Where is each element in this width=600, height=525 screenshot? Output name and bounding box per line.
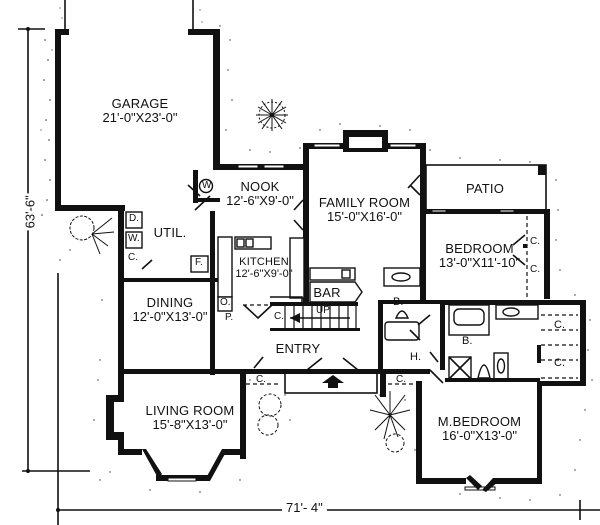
washer-label: W. [128, 233, 140, 244]
room-name: FAMILY ROOM [318, 195, 411, 210]
bedroom-closet-1-label: C. [530, 236, 540, 247]
closets [246, 216, 578, 385]
bath-fixtures [383, 267, 540, 382]
room-label-utility: UTIL. [150, 226, 190, 240]
dryer-label: D. [129, 213, 139, 224]
door-swings [253, 174, 526, 384]
room-label-living-room: LIVING ROOM 15'-8"X13'-0" [140, 404, 240, 431]
hall-bath-label: B. [393, 296, 404, 308]
room-name: BAR [313, 285, 341, 300]
garage-walls [55, 29, 220, 211]
room-label-master-bedroom: M.BEDROOM 16'-0"X13'-0" [432, 415, 527, 442]
room-size: 21'-0"X23'-0" [102, 109, 178, 125]
entry-closet-left-label: C. [256, 374, 266, 385]
room-size: 12'-6"X9'-0" [235, 267, 293, 280]
stairs-up-label: UP [316, 305, 330, 316]
room-name: BEDROOM [445, 241, 514, 256]
kitchen-counters [217, 236, 305, 320]
stair-closet-label: C. [274, 311, 284, 322]
room-size: 12'-6"X9'-0" [226, 192, 294, 208]
room-label-nook: NOOK 12'-6"X9'-0" [220, 180, 300, 207]
overall-depth-dimension: 63'-6" [22, 193, 38, 231]
room-name: M.BEDROOM [437, 414, 522, 429]
room-name: LIVING ROOM [145, 403, 235, 418]
room-size: 13'-0"X11'-10" [438, 254, 521, 270]
oven-label: O. [220, 297, 231, 308]
house-walls [106, 130, 586, 492]
room-label-dining: DINING 12'-0"X13'-0" [125, 296, 215, 323]
master-closet-2-label: C. [554, 357, 565, 369]
utility-fixtures [125, 178, 214, 273]
util-closet-label: C. [128, 252, 138, 263]
room-label-patio: PATIO [440, 182, 530, 196]
room-name: GARAGE [111, 96, 169, 111]
master-bath-label: B. [462, 335, 473, 347]
room-size: 12'-0"X13'-0" [132, 308, 208, 324]
room-size: 16'-0"X13'-0" [442, 427, 517, 443]
room-label-family-room: FAMILY ROOM 15'-0"X16'-0" [312, 196, 417, 223]
freezer-label: F. [195, 257, 203, 268]
room-label-garage: GARAGE 21'-0"X23'-0" [95, 97, 185, 124]
hall-label: H. [410, 351, 421, 363]
landscape-stipple [40, 7, 593, 501]
washer-nook-label: W [202, 180, 212, 191]
room-name: PATIO [465, 181, 505, 196]
overall-width-dimension: 71'- 4" [282, 501, 327, 515]
entry-closet-right-label: C. [396, 374, 406, 385]
room-name: DINING [146, 295, 194, 310]
bedroom-closet-2-label: C. [530, 264, 540, 275]
pantry-label: P. [225, 312, 234, 323]
landscape-plants [69, 99, 411, 453]
room-label-bar: BAR [312, 286, 342, 300]
room-name: NOOK [240, 179, 280, 194]
room-label-entry: ENTRY [268, 342, 328, 356]
dimension-lines [18, 27, 600, 525]
room-name: ENTRY [275, 341, 321, 356]
bar-and-stairs [270, 267, 363, 331]
room-label-bedroom: BEDROOM 13'-0"X11'-10" [432, 242, 527, 269]
master-closet-1-label: C. [554, 319, 565, 331]
room-name: UTIL. [153, 225, 187, 240]
room-size: 15'-0"X16'-0" [327, 208, 402, 224]
room-name: KITCHEN [239, 256, 289, 268]
room-label-kitchen: KITCHEN 12'-6"X9'-0" [232, 256, 296, 280]
room-size: 15'-8"X13'-0" [152, 416, 228, 432]
